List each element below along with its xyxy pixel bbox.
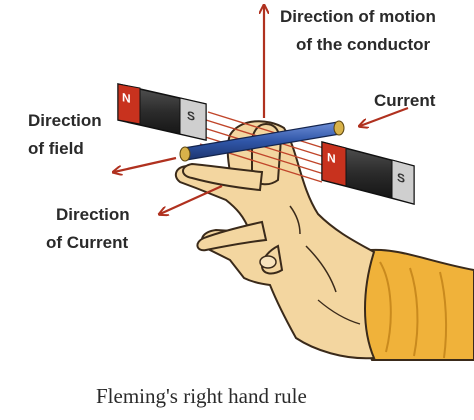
right-magnet-north-label: N	[327, 149, 336, 167]
left-magnet-north-label: N	[122, 90, 131, 106]
current-direction-arrow	[160, 184, 223, 214]
field-arrow	[114, 156, 177, 172]
left-magnet	[117, 83, 207, 141]
right-hand	[174, 120, 376, 360]
diagram-caption: Fleming's right hand rule	[96, 384, 307, 408]
current-direction-label-line2: of Current	[46, 233, 129, 252]
left-magnet-south-label: S	[187, 108, 196, 124]
right-magnet	[321, 141, 415, 205]
right-magnet-south-label: S	[397, 170, 406, 186]
current-label-right: Current	[374, 91, 436, 110]
current-arrow-right	[360, 106, 409, 126]
sleeve	[359, 248, 474, 361]
current-direction-label-line1: Direction	[56, 205, 130, 224]
motion-label-line1: Direction of motion	[280, 7, 436, 26]
arrows	[114, 6, 409, 214]
motion-label-line2: of the conductor	[296, 35, 431, 54]
field-label-line2: of field	[28, 139, 84, 158]
field-label-line1: Direction	[28, 111, 102, 130]
conductor-rod	[179, 120, 345, 162]
